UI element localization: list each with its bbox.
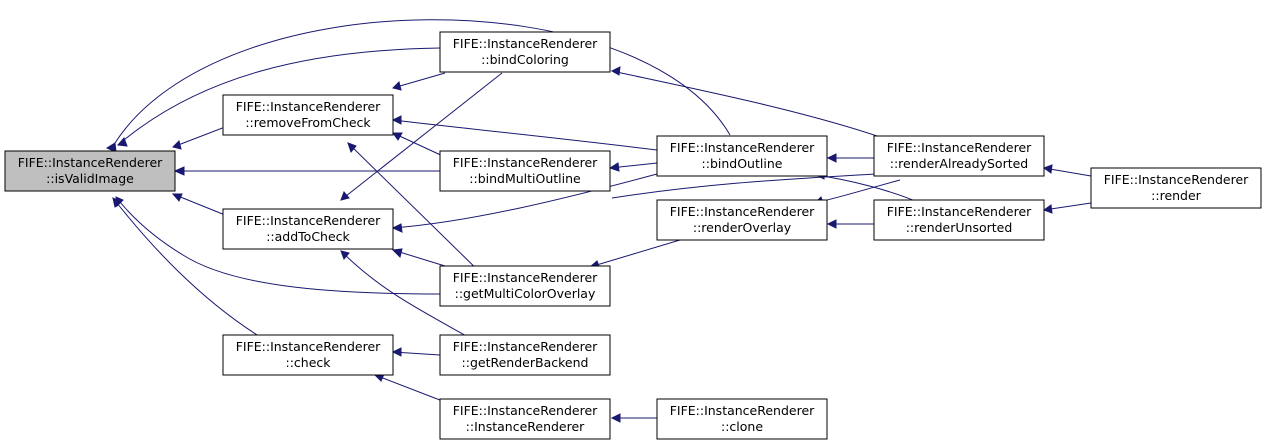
- node-render-line1: FIFE::InstanceRenderer: [1104, 172, 1249, 187]
- node-clone-line1: FIFE::InstanceRenderer: [670, 403, 815, 418]
- node-getMultiColorOverlay-line1: FIFE::InstanceRenderer: [453, 270, 598, 285]
- arrowhead: [391, 347, 402, 357]
- arrowhead: [172, 140, 182, 150]
- node-renderOverlay[interactable]: FIFE::InstanceRenderer ::renderOverlay: [656, 199, 828, 241]
- edge-bindOutline-addToCheck: [392, 173, 658, 229]
- edge-InstanceRenderer-check: [374, 374, 446, 403]
- edge-getMultiColorOverlay-isValidImage: [115, 196, 441, 295]
- arrowhead: [173, 166, 185, 176]
- arrowhead: [826, 219, 837, 229]
- node-clone-line2: ::clone: [721, 419, 763, 434]
- node-getRenderBackend[interactable]: FIFE::InstanceRenderer ::getRenderBacken…: [439, 334, 611, 376]
- node-bindMultiOutline-line2: ::bindMultiOutline: [469, 171, 581, 186]
- arrowhead: [347, 142, 357, 154]
- edge-getRenderBackend-addToCheck: [340, 250, 471, 339]
- node-removeFromCheck-line2: ::removeFromCheck: [245, 115, 371, 130]
- arrowhead: [112, 197, 122, 208]
- node-bindColoring-line1: FIFE::InstanceRenderer: [453, 36, 598, 51]
- node-render-line2: ::render: [1151, 188, 1202, 203]
- edge-arrowheads: [105, 66, 1053, 423]
- edge-bindOutline-isValidImage: [114, 19, 731, 144]
- node-bindColoring[interactable]: FIFE::InstanceRenderer ::bindColoring: [439, 31, 611, 73]
- call-edges: [112, 19, 1092, 419]
- node-renderUnsorted-line1: FIFE::InstanceRenderer: [887, 204, 1032, 219]
- node-bindColoring-line2: ::bindColoring: [481, 52, 569, 67]
- edge-bindColoring-addToCheck: [340, 72, 503, 201]
- arrowhead: [391, 248, 403, 258]
- edge-bindOutline-removeFromCheck: [392, 119, 658, 151]
- arrowhead: [826, 153, 837, 163]
- node-bindOutline[interactable]: FIFE::InstanceRenderer ::bindOutline: [656, 135, 828, 177]
- node-getRenderBackend-line2: ::getRenderBackend: [462, 355, 589, 370]
- arrowhead: [610, 66, 621, 76]
- arrowhead: [610, 413, 621, 423]
- node-isValidImage[interactable]: FIFE::InstanceRenderer ::isValidImage: [4, 150, 176, 192]
- edge-renderAlreadySorted-bindColoring: [611, 70, 881, 138]
- node-check-line2: ::check: [285, 355, 331, 370]
- edge-addToCheck-isValidImage: [172, 193, 226, 216]
- node-clone[interactable]: FIFE::InstanceRenderer ::clone: [656, 398, 828, 440]
- node-renderOverlay-line1: FIFE::InstanceRenderer: [670, 204, 815, 219]
- node-bindMultiOutline-line1: FIFE::InstanceRenderer: [453, 155, 598, 170]
- node-getMultiColorOverlay-line2: ::getMultiColorOverlay: [455, 286, 596, 301]
- node-render[interactable]: FIFE::InstanceRenderer ::render: [1090, 167, 1262, 209]
- edge-bindColoring-removeFromCheck: [392, 72, 446, 89]
- node-InstanceRenderer-line2: ::InstanceRenderer: [466, 419, 586, 434]
- arrowhead: [392, 81, 402, 91]
- arrowhead: [171, 193, 183, 202]
- edge-getMultiColorOverlay-removeFromCheck: [347, 142, 491, 283]
- arrowhead: [340, 250, 350, 260]
- node-addToCheck-line2: ::addToCheck: [266, 229, 350, 244]
- arrowhead: [1042, 164, 1053, 174]
- node-renderAlreadySorted-line2: ::renderAlreadySorted: [890, 156, 1028, 171]
- node-check-line1: FIFE::InstanceRenderer: [236, 339, 381, 354]
- arrowhead: [340, 191, 350, 201]
- node-bindMultiOutline[interactable]: FIFE::InstanceRenderer ::bindMultiOutlin…: [439, 150, 611, 192]
- edge-bindColoring-isValidImage: [117, 47, 441, 146]
- arrowhead: [391, 223, 403, 233]
- node-renderUnsorted[interactable]: FIFE::InstanceRenderer ::renderUnsorted: [873, 199, 1045, 241]
- node-check[interactable]: FIFE::InstanceRenderer ::check: [222, 334, 394, 376]
- arrowhead: [608, 162, 620, 172]
- arrowhead: [117, 137, 128, 147]
- node-renderAlreadySorted-line1: FIFE::InstanceRenderer: [887, 140, 1032, 155]
- function-nodes: FIFE::InstanceRenderer ::isValidImage FI…: [4, 31, 1262, 440]
- arrowhead: [105, 142, 117, 153]
- node-renderOverlay-line2: ::renderOverlay: [693, 220, 792, 235]
- node-getRenderBackend-line1: FIFE::InstanceRenderer: [453, 339, 598, 354]
- arrowhead: [391, 115, 402, 125]
- node-removeFromCheck[interactable]: FIFE::InstanceRenderer ::removeFromCheck: [222, 94, 394, 136]
- edge-check-isValidImage: [112, 197, 266, 341]
- edge-renderOverlay-getMultiColorOverlay: [589, 239, 681, 268]
- node-bindOutline-line2: ::bindOutline: [702, 156, 783, 171]
- edge-renderOverlay-bindOutline: [611, 172, 891, 199]
- node-addToCheck-line1: FIFE::InstanceRenderer: [236, 213, 381, 228]
- node-renderAlreadySorted[interactable]: FIFE::InstanceRenderer ::renderAlreadySo…: [873, 135, 1045, 177]
- node-isValidImage-line2: ::isValidImage: [46, 171, 134, 186]
- edge-bindMultiOutline-removeFromCheck: [392, 132, 446, 158]
- edge-removeFromCheck-isValidImage: [172, 126, 226, 148]
- node-isValidImage-line1: FIFE::InstanceRenderer: [18, 155, 163, 170]
- node-getMultiColorOverlay[interactable]: FIFE::InstanceRenderer ::getMultiColorOv…: [439, 265, 611, 307]
- arrowhead: [392, 132, 403, 141]
- node-addToCheck[interactable]: FIFE::InstanceRenderer ::addToCheck: [222, 208, 394, 250]
- edge-getMultiColorOverlay-addToCheck: [392, 249, 446, 267]
- node-removeFromCheck-line1: FIFE::InstanceRenderer: [236, 99, 381, 114]
- node-bindOutline-line1: FIFE::InstanceRenderer: [670, 140, 815, 155]
- arrowhead: [1042, 204, 1053, 214]
- node-InstanceRenderer[interactable]: FIFE::InstanceRenderer ::InstanceRendere…: [439, 398, 611, 440]
- node-renderUnsorted-line2: ::renderUnsorted: [906, 220, 1013, 235]
- node-InstanceRenderer-line1: FIFE::InstanceRenderer: [453, 403, 598, 418]
